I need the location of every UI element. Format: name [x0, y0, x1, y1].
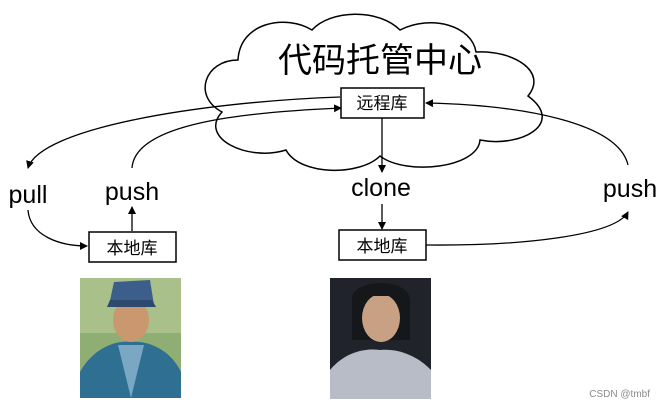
local-repo-right-node: 本地库 — [338, 229, 427, 261]
person-long-hair-photo — [330, 278, 431, 399]
local-repo-right-label: 本地库 — [357, 237, 408, 257]
push-right-arrow-bottom — [425, 211, 629, 246]
local-repo-left-node: 本地库 — [88, 231, 177, 263]
pull-label: pull — [9, 181, 48, 209]
person-with-hat-photo — [80, 278, 181, 398]
push-right-label: push — [603, 175, 657, 203]
clone-label: clone — [351, 174, 411, 202]
pull-arrow-top — [26, 96, 341, 169]
csdn-watermark: CSDN @tmbf — [589, 389, 650, 400]
pull-arrow-bottom — [27, 209, 88, 250]
remote-repo-label: 远程库 — [357, 94, 408, 114]
local-repo-left-label: 本地库 — [107, 239, 158, 259]
remote-repo-node: 远程库 — [340, 87, 425, 119]
diagram-title: 代码托管中心 — [278, 41, 482, 81]
push-left-label: push — [105, 178, 159, 206]
push-left-arrow-top — [131, 104, 342, 169]
push-right-arrow-top — [425, 99, 629, 166]
